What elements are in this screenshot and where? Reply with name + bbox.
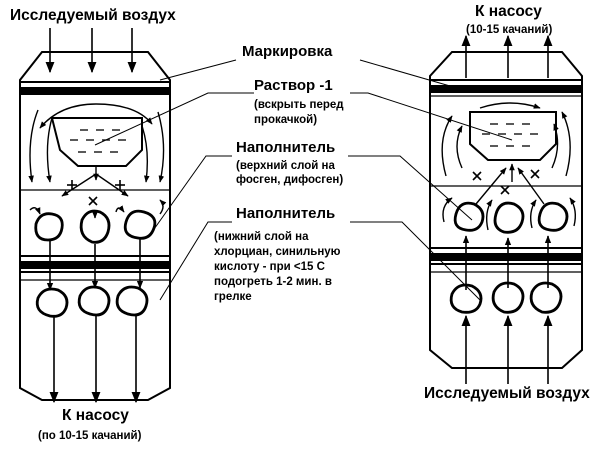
right-bottom-label: Исследуемый воздух <box>424 385 590 402</box>
filler2-note-3: кислоту - при <15 С <box>214 261 325 273</box>
right-device <box>429 51 583 369</box>
left-device-body <box>19 51 171 401</box>
right-top-label: К насосу <box>475 3 542 20</box>
marking-label: Маркировка <box>242 43 333 60</box>
right-inflow-arrows <box>461 235 553 384</box>
solution-note-2: прокачкой) <box>254 114 317 126</box>
left-bottom-label: К насосу <box>62 407 129 424</box>
left-cross-marks <box>67 180 125 206</box>
filler2-note-4: подогреть 1-2 мин. в <box>214 276 332 288</box>
solution-title: Раствор -1 <box>254 77 333 94</box>
left-inflow-arrows <box>45 28 137 74</box>
leader-lines <box>94 59 513 301</box>
filler2-title: Наполнитель <box>236 205 335 222</box>
right-marking-band <box>429 85 583 93</box>
right-flow-curves <box>441 102 571 205</box>
filler2-note-2: хлорциан, синильную <box>214 246 341 258</box>
solution-note-1: (вскрыть перед <box>254 99 344 111</box>
left-flow-curves <box>28 103 165 197</box>
left-ampoule <box>50 117 143 167</box>
filler1-note-1: (верхний слой на <box>236 160 335 172</box>
left-top-label: Исследуемый воздух <box>10 7 176 24</box>
right-device-body <box>429 51 583 369</box>
right-filler-upper <box>453 201 569 234</box>
filler2-note-1: (нижний слой на <box>214 231 309 243</box>
left-filler-upper <box>34 209 157 244</box>
right-outflow-arrows <box>461 34 553 78</box>
left-outflow-arrows <box>46 238 144 404</box>
filler1-note-2: фосген, дифосген) <box>236 174 343 186</box>
filler2-note-5: грелке <box>214 291 252 303</box>
right-cross-marks <box>472 169 540 195</box>
left-filler-lower <box>35 285 149 318</box>
left-bottom-sublabel: (по 10-15 качаний) <box>38 430 142 442</box>
filler1-title: Наполнитель <box>236 139 335 156</box>
right-top-sublabel: (10-15 качаний) <box>466 24 552 36</box>
left-filler-upper-arrows <box>29 199 167 219</box>
right-ampoule <box>469 111 557 161</box>
left-marking-band <box>19 87 171 95</box>
right-filler-upper-arrows <box>442 197 577 231</box>
